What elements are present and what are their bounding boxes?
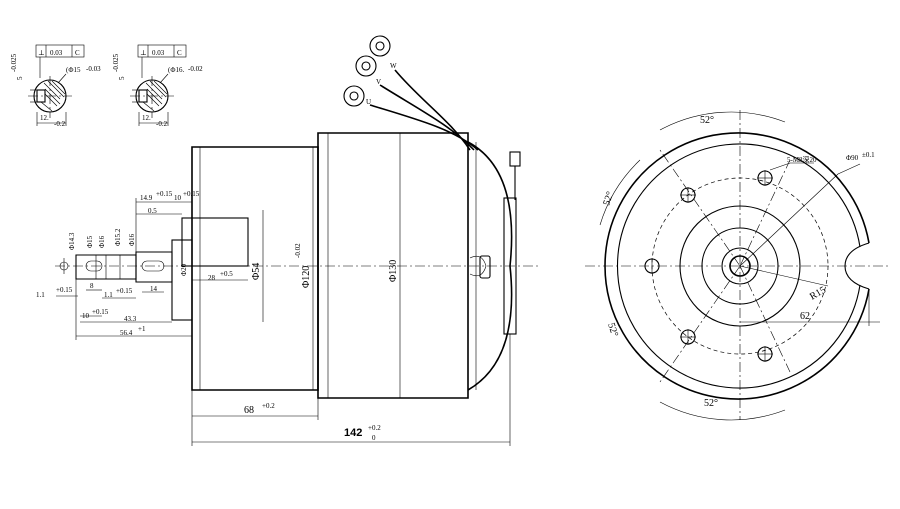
dim-14: 14 <box>150 285 158 293</box>
bearing-circle <box>721 247 759 285</box>
dim-d130: Φ130 <box>388 260 399 282</box>
wire-tag-u: U <box>366 98 371 106</box>
dim-d20: Φ20 <box>180 263 188 276</box>
radius-label: R15 <box>808 285 828 303</box>
section-view-left: ⊥ 0.03 C 5 -0.025 (Φ15 -0.03 12. -0.2 <box>10 44 101 128</box>
ring-terminal-u <box>343 85 365 107</box>
diameter-label: (Φ15 <box>66 66 81 74</box>
shaft-step <box>135 251 173 283</box>
key-width-dim: 5 <box>16 76 24 80</box>
dim-56-4-tol: +1 <box>138 325 146 333</box>
flange-circle <box>679 205 801 327</box>
angle-lower-left: 52° <box>605 322 620 339</box>
pcd-label: Φ90 <box>846 154 859 162</box>
dim-14-9: 14.9 <box>140 194 153 202</box>
lead-wire-u <box>369 104 479 151</box>
diameter-label: (Φ16. <box>168 66 184 74</box>
dim-shaft-d3: Φ16 <box>98 235 106 248</box>
perpendicularity-symbol: ⊥ <box>38 49 45 57</box>
dim-1-1: 1.1 <box>36 291 45 299</box>
key-width-tol: -0.025 <box>112 53 120 72</box>
dim-1-1-tol: +0.15 <box>56 286 73 294</box>
depth-dim: 12. <box>142 114 151 122</box>
dim-10-bottom: 10 <box>82 312 90 320</box>
depth-tol: -0.2 <box>156 120 168 128</box>
pilot-ring <box>181 217 249 267</box>
dim-1-1b-tol: +0.15 <box>116 287 133 295</box>
outer-rim <box>604 132 870 400</box>
key-width-dim: 5 <box>118 76 126 80</box>
datum-label: C <box>177 49 182 57</box>
stator-drum <box>317 132 469 399</box>
rear-cap <box>467 141 513 391</box>
angle-bottom: 52° <box>704 398 718 409</box>
shaft-bore <box>729 255 751 277</box>
shaft <box>75 254 137 280</box>
ring-terminal-v <box>355 55 377 77</box>
tolerance-frame <box>137 44 187 58</box>
dim-shaft-d4: Φ15.2 <box>114 228 122 246</box>
dim-10-bottom-tol: +0.15 <box>92 308 109 316</box>
lead-wire-v <box>379 84 475 151</box>
angle-top: 52° <box>700 115 714 126</box>
dim-d120: Φ120 <box>301 266 312 288</box>
dim-68-tol: +0.2 <box>262 402 275 410</box>
thread-note: 5-M8深20 <box>787 155 817 164</box>
dim-total-tol-lower: 0 <box>372 434 376 442</box>
dim-d120-tol: -0.02 <box>294 243 302 258</box>
tolerance-frame <box>35 44 85 58</box>
section-view-right: ⊥ 0.03 C 5 -0.025 (Φ16. -0.02 12. -0.2 <box>112 44 203 128</box>
dim-14-9-tol: +0.15 <box>156 190 173 198</box>
inner-rim <box>616 143 861 389</box>
dim-total-tol-upper: +0.2 <box>368 424 381 432</box>
dim-total-length: 142 <box>344 427 362 439</box>
ring-terminal-w <box>369 35 391 57</box>
motor-side-view: W V U Φ54 Φ120 -0.02 Φ130 Φ20 Φ14.3 Φ15 … <box>36 35 540 446</box>
depth-dim: 12. <box>40 114 49 122</box>
dim-56-4: 56.4 <box>120 329 133 337</box>
dim-shaft-d2: Φ15 <box>86 235 94 248</box>
wire-tag-w: W <box>390 62 397 70</box>
keyway-2 <box>141 260 165 272</box>
perpendicularity-symbol: ⊥ <box>140 49 147 57</box>
datum-label: C <box>75 49 80 57</box>
dim-43-3: 43.3 <box>124 315 137 323</box>
motor-end-view: 52° 52° 52° 52° 5-M8深20 Φ90 ±0.1 R15 62 <box>585 110 890 421</box>
dim-1-1b: 1.1 <box>104 291 113 299</box>
key-width-tol: -0.025 <box>10 53 18 72</box>
wire-tag-v: V <box>376 78 381 86</box>
diameter-tol: -0.02 <box>188 65 203 73</box>
dim-shaft-d5: Φ16 <box>128 233 136 246</box>
dim-10-top: 10 <box>174 194 182 202</box>
tolerance-value: 0.03 <box>152 49 165 57</box>
tolerance-value: 0.03 <box>50 49 63 57</box>
connector-block <box>479 255 491 279</box>
dim-28: 28 <box>208 274 216 282</box>
angle-arc-top <box>659 111 786 131</box>
dim-8: 8 <box>90 282 94 290</box>
dim-68: 68 <box>244 405 254 416</box>
pilot-circle <box>701 227 779 305</box>
dim-shaft-d1: Φ14.3 <box>68 232 76 250</box>
lead-wire-w <box>394 69 471 151</box>
depth-tol: -0.2 <box>54 120 66 128</box>
angle-left: 52° <box>601 190 616 207</box>
hall-connector <box>509 151 521 167</box>
dim-28-tol: +0.5 <box>220 270 233 278</box>
keyway-1 <box>85 260 103 272</box>
diameter-tol: -0.03 <box>86 65 101 73</box>
dim-10-top-tol: +0.15 <box>183 190 200 198</box>
dim-62: 62 <box>800 311 810 322</box>
dim-d54: Φ54 <box>251 263 262 280</box>
dim-0-5: 0.5 <box>148 207 157 215</box>
r15-notch <box>844 242 870 290</box>
pcd-tol: ±0.1 <box>862 151 875 159</box>
